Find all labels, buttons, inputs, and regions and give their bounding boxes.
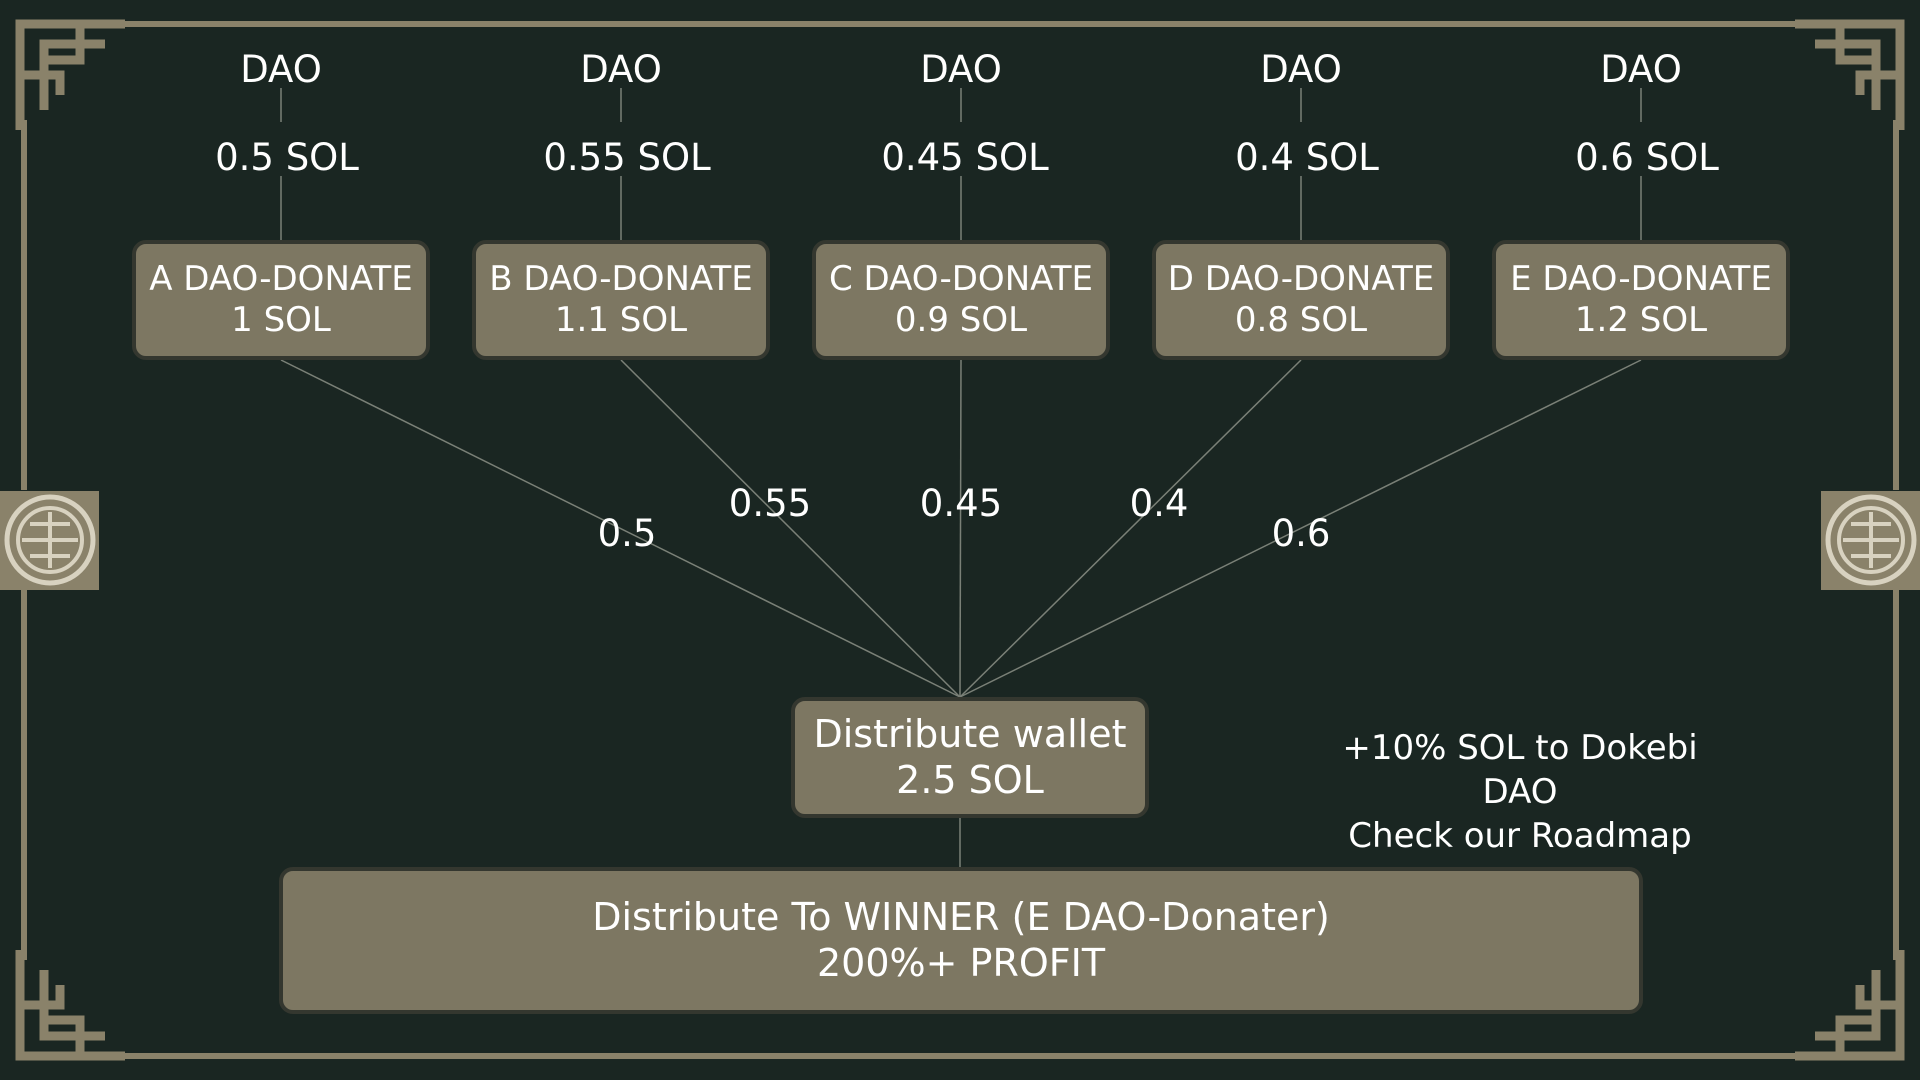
amount-label: 0.6 SOL (1575, 136, 1719, 179)
amount-label: 0.45 SOL (881, 136, 1049, 179)
amount-label: 0.55 SOL (543, 136, 711, 179)
wallet-title: Distribute wallet (813, 711, 1127, 756)
corner-fret-ornament-icon (15, 19, 125, 130)
amount-label: 0.4 SOL (1235, 136, 1379, 179)
donor-box-title: D DAO-DONATE (1167, 259, 1435, 300)
winner-profit: 200%+ PROFIT (816, 940, 1106, 985)
longevity-medallion-icon (0, 491, 99, 590)
donor-box-e: E DAO-DONATE 1.2 SOL (1492, 240, 1790, 360)
distribute-wallet-box: Distribute wallet 2.5 SOL (791, 697, 1149, 818)
connector-lines (280, 88, 1642, 867)
donor-box-d: D DAO-DONATE 0.8 SOL (1152, 240, 1450, 360)
donor-box-c: C DAO-DONATE 0.9 SOL (812, 240, 1110, 360)
edge-label: 0.55 (728, 482, 812, 525)
donor-box-amount: 1.1 SOL (554, 300, 688, 340)
donor-box-title: B DAO-DONATE (489, 259, 753, 300)
longevity-medallion-icon (1821, 491, 1920, 590)
corner-fret-ornament-icon (1795, 950, 1905, 1061)
dao-label: DAO (240, 48, 322, 91)
donor-box-a: A DAO-DONATE 1 SOL (132, 240, 430, 360)
edge-label: 0.45 (919, 482, 1003, 525)
edge-label: 0.4 (1129, 482, 1189, 525)
corner-fret-ornament-icon (1795, 19, 1905, 130)
note-line: Check our Roadmap (1348, 816, 1692, 857)
edge-label: 0.6 (1271, 512, 1331, 555)
dao-label: DAO (580, 48, 662, 91)
dao-label: DAO (920, 48, 1002, 91)
edge-label: 0.5 (597, 512, 657, 555)
dao-label: DAO (1260, 48, 1342, 91)
donor-box-amount: 0.9 SOL (894, 300, 1028, 340)
corner-fret-ornament-icon (15, 950, 125, 1061)
donor-box-title: E DAO-DONATE (1510, 259, 1772, 300)
roadmap-note: +10% SOL to Dokebi DAO Check our Roadmap (1300, 726, 1740, 859)
donor-box-title: A DAO-DONATE (149, 259, 413, 300)
note-line: +10% SOL to Dokebi DAO (1342, 728, 1698, 813)
amount-label: 0.5 SOL (215, 136, 359, 179)
donor-box-b: B DAO-DONATE 1.1 SOL (472, 240, 770, 360)
donor-box-amount: 1 SOL (231, 300, 331, 340)
donor-box-title: C DAO-DONATE (828, 259, 1093, 300)
donor-box-amount: 0.8 SOL (1234, 300, 1368, 340)
donor-box-amount: 1.2 SOL (1574, 300, 1708, 340)
dao-label: DAO (1600, 48, 1682, 91)
winner-box: Distribute To WINNER (E DAO-Donater) 200… (279, 867, 1643, 1014)
wallet-amount: 2.5 SOL (896, 757, 1044, 802)
winner-title: Distribute To WINNER (E DAO-Donater) (592, 894, 1330, 939)
